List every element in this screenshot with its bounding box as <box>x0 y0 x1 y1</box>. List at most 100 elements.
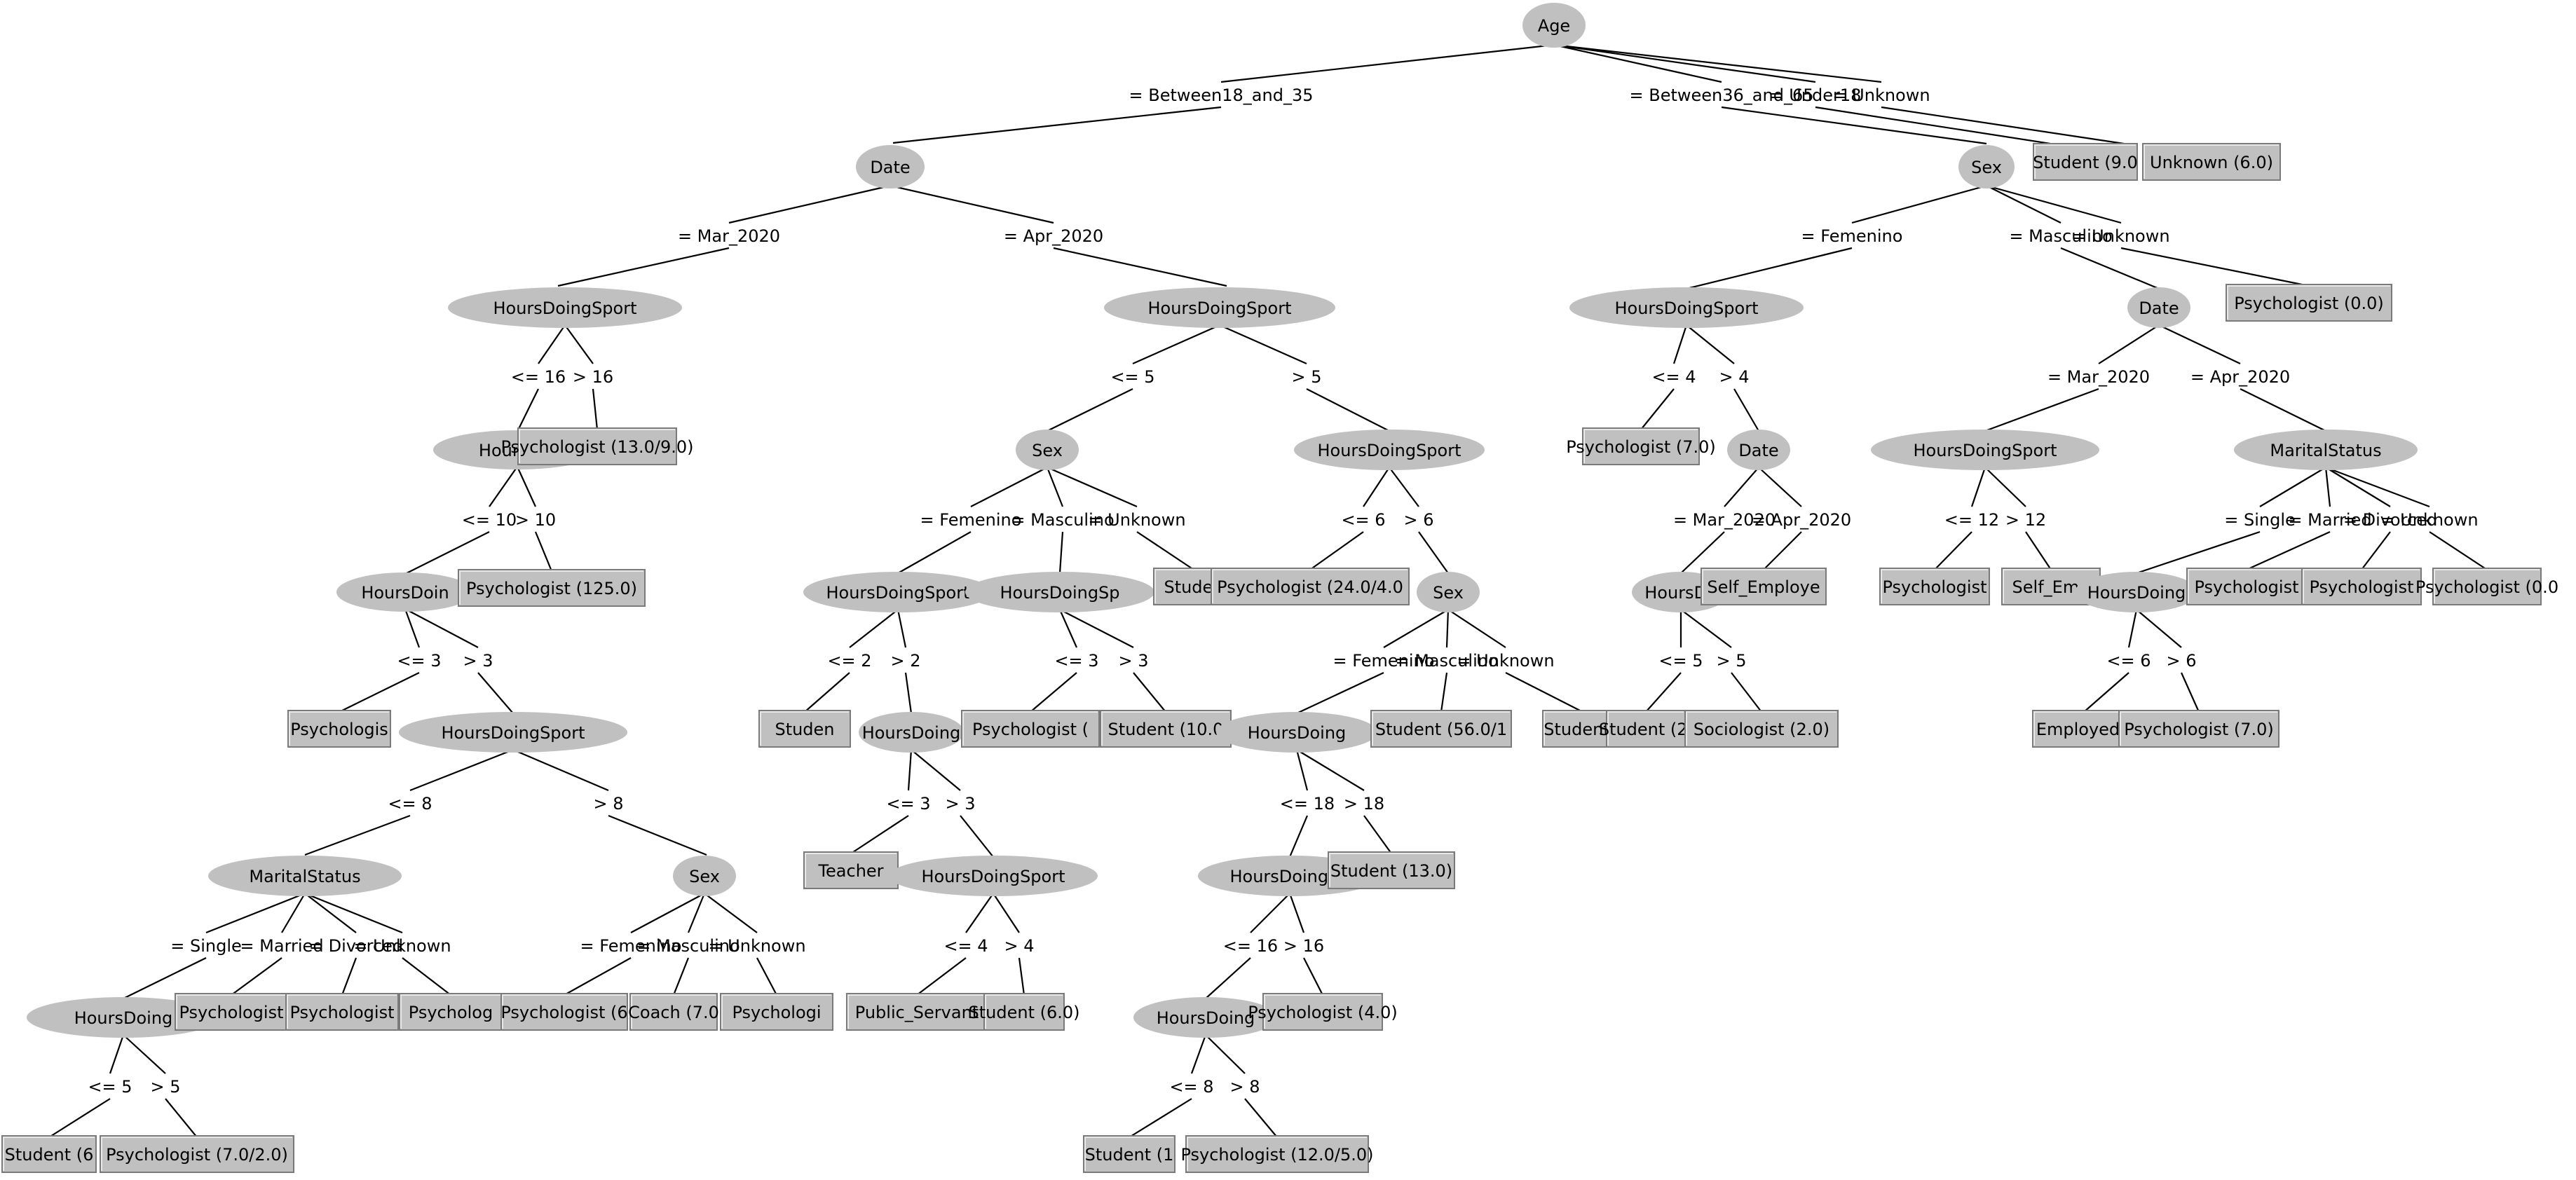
leaf-node-bevel <box>962 711 1098 746</box>
edge-label: = Married <box>2288 510 2371 530</box>
leaf-node: Psychologist (24.0/4.0 <box>1211 568 1410 605</box>
edge-line-lower <box>534 531 553 572</box>
leaf-node: Coach (7.0 <box>628 993 719 1031</box>
leaf-node-box <box>2033 143 2138 181</box>
split-node-ellipse <box>1294 430 1485 470</box>
leaf-node-box <box>629 993 718 1031</box>
node-label: Psychologist <box>179 1003 283 1022</box>
tree-edge <box>1047 324 1220 432</box>
tree-edge <box>564 893 705 996</box>
edge-line-lower <box>564 957 632 996</box>
tree-edge <box>1686 184 1987 290</box>
leaf-node-bevel <box>1372 711 1510 746</box>
leaf-node: Psychologist (0.0 <box>2415 568 2558 605</box>
edge-line-upper <box>1389 467 1419 507</box>
tree-edge <box>1686 324 1759 432</box>
leaf-node: Unknown (6.0) <box>2142 143 2281 181</box>
edge-line-lower <box>756 957 777 996</box>
leaf-node-box <box>500 993 628 1031</box>
edge-line-upper <box>1445 609 1450 648</box>
leaf-node: Psychologist <box>175 993 288 1031</box>
edges-layer <box>48 43 2488 1138</box>
edge-line-upper <box>1686 324 1735 364</box>
tree-edge <box>2136 467 2326 575</box>
edge-line-lower <box>1018 957 1025 996</box>
split-node-ellipse <box>1569 287 1804 328</box>
split-node-ellipse <box>2075 572 2198 612</box>
edge-line-lower <box>1133 672 1166 713</box>
split-node-ellipse <box>27 997 220 1038</box>
edge-label: <= 4 <box>1651 367 1696 387</box>
edge-line-lower <box>1763 531 1802 570</box>
edge-label: <= 8 <box>1169 1077 1213 1097</box>
tree-edge <box>1389 467 1449 574</box>
leaf-node-bevel <box>2034 144 2136 179</box>
leaf-node: Student (2. <box>1599 710 1693 748</box>
edge-label: = Unknown <box>1088 510 1185 530</box>
edge-line-lower <box>2180 672 2200 713</box>
edge-label: = Unknown <box>2072 226 2169 246</box>
edge-line-upper <box>1986 184 2122 224</box>
leaf-node: Public_Servant <box>846 993 988 1031</box>
node-label: Psycholog <box>409 1003 493 1022</box>
edge-line-lower <box>2246 530 2331 571</box>
edge-line-lower <box>897 531 972 574</box>
edge-label: <= 6 <box>2106 651 2151 671</box>
leaf-node-bevel <box>1543 711 1621 746</box>
leaf-node: Psychologist (7.0/2.0) <box>100 1135 294 1173</box>
split-node: HoursDoingSport <box>399 712 627 753</box>
edge-line-lower <box>2120 247 2310 287</box>
edge-label: = Mar_2020 <box>678 226 780 246</box>
leaf-node: Psychologist (7.0) <box>1566 427 1716 465</box>
tree-edge <box>2136 609 2200 713</box>
leaf-node-box <box>1211 568 1410 605</box>
tree-edge <box>704 893 777 996</box>
node-label: HoursDoingSport <box>826 583 969 603</box>
edge-label: > 5 <box>150 1077 180 1097</box>
edge-label: = Masculino <box>1011 510 1114 530</box>
edge-line-lower <box>1645 672 1682 713</box>
leaf-node-bevel <box>1187 1137 1367 1171</box>
edge-label: = Divorced <box>2343 510 2437 530</box>
tree-edge <box>1309 467 1390 570</box>
tree-edge <box>897 467 1048 574</box>
edge-line-upper <box>304 892 403 934</box>
tree-edge <box>2246 467 2331 571</box>
edge-label: > 10 <box>515 510 556 530</box>
tree-edge <box>123 1034 198 1138</box>
edge-line-lower <box>1731 672 1762 713</box>
split-node-ellipse <box>1104 287 1335 328</box>
leaf-node-bevel <box>502 994 626 1029</box>
edge-line-upper <box>993 893 1020 933</box>
tree-edge <box>1986 185 2160 290</box>
nodes-layer: AgeDateHoursDoingSportHoursDoiPsychologi… <box>1 3 2558 1173</box>
leaf-node: Student (10.0 <box>1100 710 1232 748</box>
tree-edge <box>404 608 514 714</box>
tree-edge <box>1758 467 1802 570</box>
edge-line-upper <box>630 893 705 933</box>
leaf-node-box <box>1879 568 1990 605</box>
split-node: HoursDoingSp <box>965 572 1154 612</box>
tree-edge <box>672 893 706 996</box>
node-label: HoursDoing <box>1157 1008 1255 1028</box>
leaf-node-box <box>2118 710 2279 748</box>
edge-label: > 6 <box>2166 651 2196 671</box>
edge-line-upper <box>2136 609 2182 648</box>
node-label: Psychologist (13.0/9.0) <box>500 437 693 457</box>
edge-line-lower <box>608 814 707 856</box>
leaf-node-box <box>983 993 1065 1031</box>
edge-line-lower <box>1309 531 1364 570</box>
tree-edge <box>1219 324 1390 432</box>
split-node-ellipse <box>859 712 964 753</box>
tree-edge <box>48 1034 125 1138</box>
tree-edge <box>1047 466 1194 570</box>
leaf-node-box <box>285 993 399 1031</box>
edge-line-upper <box>1059 609 1134 648</box>
leaf-node-box <box>2226 284 2392 322</box>
edge-label: = Masculino <box>636 936 740 956</box>
leaf-node: Psychologist (4.0) <box>1248 993 1398 1031</box>
node-label: Student (9.0 <box>2033 153 2138 172</box>
edge-label: <= 3 <box>886 794 930 814</box>
edge-label: <= 5 <box>1110 367 1154 387</box>
tree-edge <box>1553 43 2051 145</box>
